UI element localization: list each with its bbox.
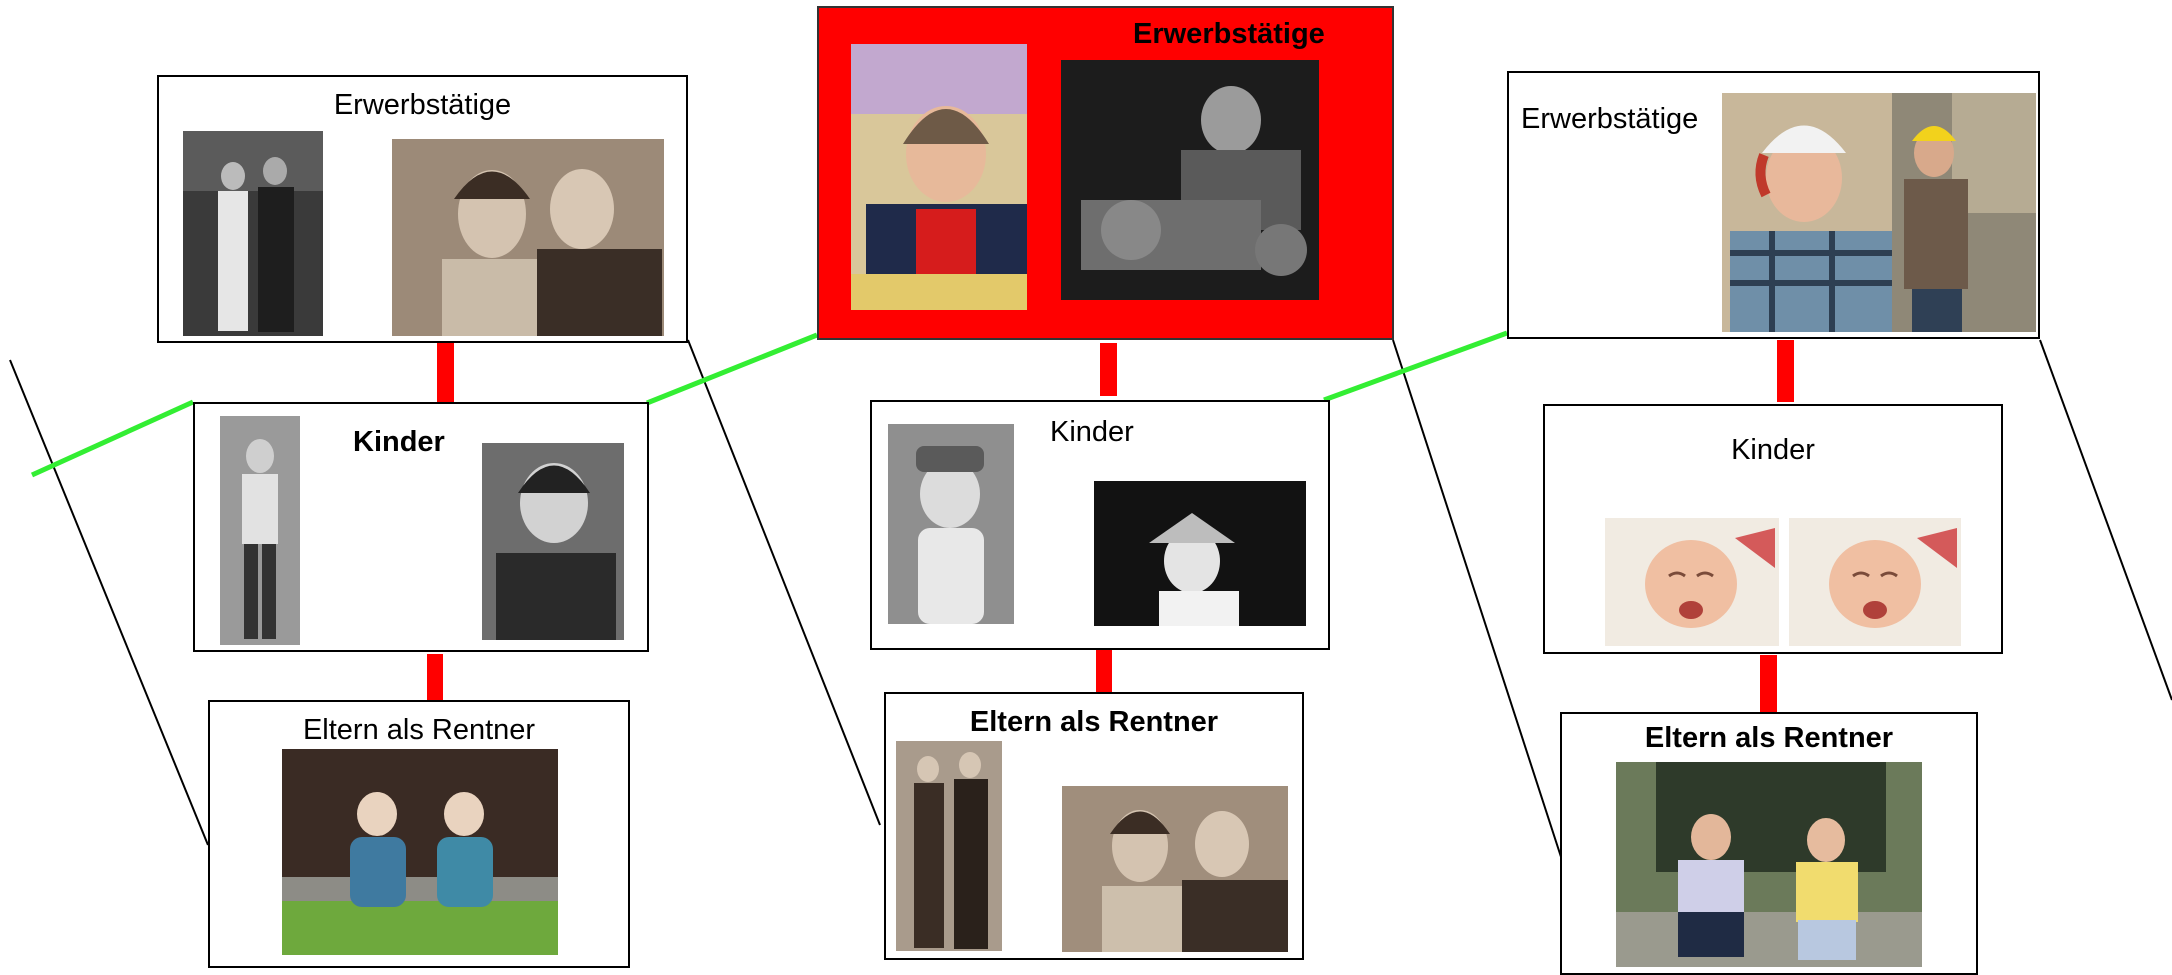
- children-label: Kinder: [1731, 434, 1815, 466]
- machinist-lathe-photo: [1061, 60, 1319, 300]
- red-connector: [437, 343, 454, 403]
- seated-couple-photo: [1616, 762, 1922, 967]
- generation-link: [30, 399, 195, 478]
- diagonal-line: [2039, 339, 2172, 701]
- woman-helmet-photo: [1722, 93, 1892, 332]
- retirees-box: Eltern als Rentner: [1560, 712, 1978, 975]
- generation-link: [1323, 330, 1508, 403]
- woman-at-desk-photo: [851, 44, 1027, 310]
- children-label: Kinder: [353, 426, 445, 458]
- retirees-label: Eltern als Rentner: [1644, 722, 1894, 754]
- red-connector: [1760, 655, 1777, 712]
- red-connector: [427, 654, 443, 700]
- couple-portrait-photo: [1062, 786, 1288, 952]
- children-box: Kinder: [193, 402, 649, 652]
- girl-with-hat-photo: [888, 424, 1014, 624]
- workers-label: Erwerbstätige: [333, 89, 512, 121]
- diagonal-line: [687, 339, 881, 826]
- couple-standing-photo: [183, 131, 323, 336]
- workers-box: Erwerbstätige: [157, 75, 688, 343]
- retirees-label: Eltern als Rentner: [969, 706, 1219, 738]
- workers-box-highlighted: Erwerbstätige: [817, 6, 1394, 340]
- workers-label: Erwerbstätige: [1521, 103, 1699, 135]
- children-box: Kinder: [1543, 404, 2003, 654]
- retirees-box: Eltern als Rentner: [208, 700, 630, 968]
- boy-standing-photo: [220, 416, 300, 645]
- garden-gnomes-photo: [282, 749, 558, 955]
- diagonal-line: [9, 359, 209, 846]
- workers-box: Erwerbstätige: [1507, 71, 2040, 339]
- retirees-label: Eltern als Rentner: [302, 714, 536, 746]
- retirees-box: Eltern als Rentner: [884, 692, 1304, 960]
- baby-crying-photo: [1789, 518, 1961, 646]
- red-connector: [1100, 343, 1117, 396]
- children-label: Kinder: [1050, 416, 1134, 448]
- children-box: Kinder: [870, 400, 1330, 650]
- baby-crying-photo: [1605, 518, 1779, 646]
- couple-portrait-photo: [392, 139, 664, 336]
- generation-link: [646, 332, 818, 406]
- red-connector: [1777, 340, 1794, 402]
- girl-smiling-photo: [482, 443, 624, 640]
- diagonal-line: [1392, 339, 1563, 861]
- child-portrait-photo: [1094, 481, 1306, 626]
- couple-standing-photo: [896, 741, 1002, 951]
- worker-helmet-photo: [1892, 93, 2036, 332]
- workers-label: Erwerbstätige: [1133, 18, 1325, 50]
- red-connector: [1096, 648, 1112, 692]
